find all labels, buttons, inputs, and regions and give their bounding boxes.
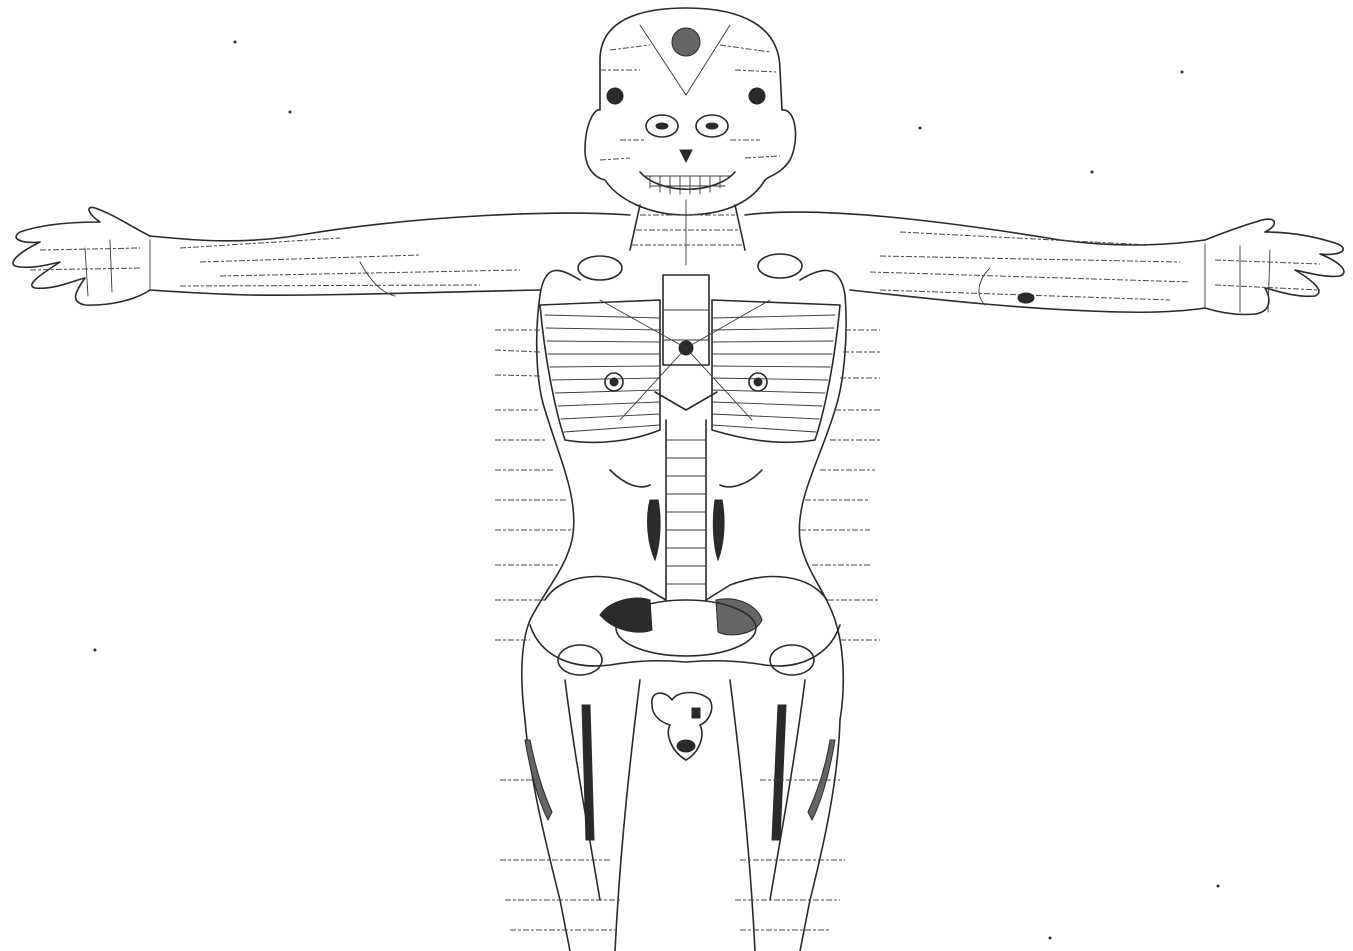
temple-left [607,88,623,104]
forehead-chakra [672,28,700,56]
femur-left [582,705,594,840]
torso [522,254,846,720]
arm-left [13,207,630,305]
kidney-left [648,500,661,560]
pelvis [530,577,840,675]
jaw [640,172,735,189]
nose [680,150,692,162]
temple-right [749,88,765,104]
shoulder-joint-right [758,254,802,278]
ribcage [540,275,840,442]
genital-area [652,693,712,761]
shoulder-joint-left [578,256,622,280]
annotation-marks-left [495,330,572,640]
pelvic-organ-left [600,598,652,632]
elbow-mark-right [1018,293,1034,303]
leg-left [500,680,640,951]
head [585,8,796,215]
spine [610,420,762,600]
annotation-marks-right [800,330,880,640]
kidney-right [713,500,724,560]
arm-right [745,212,1344,315]
leg-right [730,680,845,951]
